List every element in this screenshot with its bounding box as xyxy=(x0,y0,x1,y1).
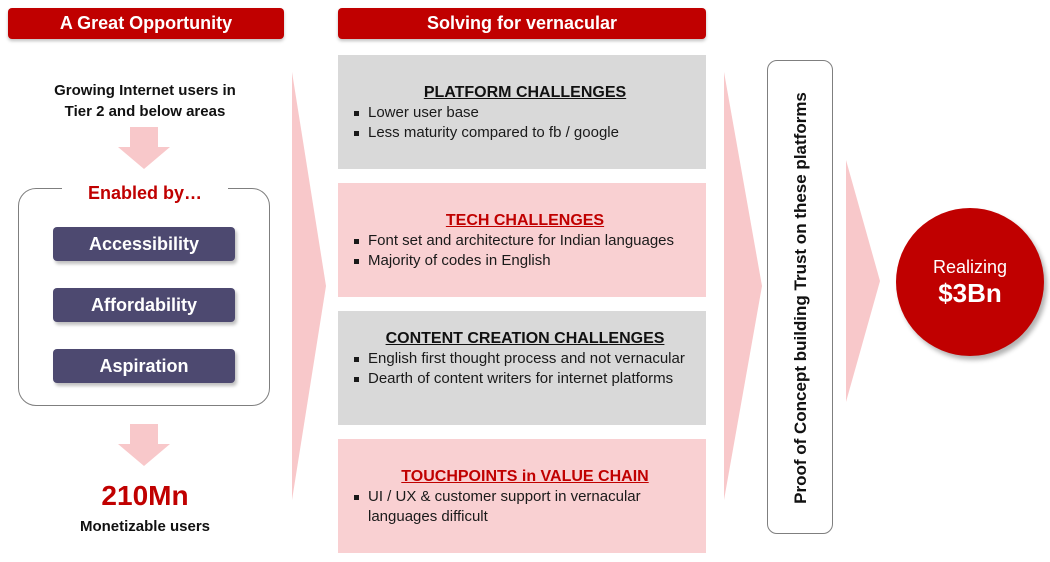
list-item-text: Less maturity compared to fb / google xyxy=(368,124,619,141)
bullet-list: UI / UX & customer support in vernacular… xyxy=(352,487,698,527)
list-item: Majority of codes in English xyxy=(352,251,698,271)
monetizable-users-number: 210Mn xyxy=(101,480,189,511)
card-title: CONTENT CREATION CHALLENGES xyxy=(385,330,665,347)
bullet-list: Lower user base Less maturity compared t… xyxy=(352,103,698,143)
bullet-list: Font set and architecture for Indian lan… xyxy=(352,231,698,271)
proof-of-concept-text: Proof of Concept building Trust on these… xyxy=(791,92,810,504)
card-platform-challenges: PLATFORM CHALLENGES Lower user base Less… xyxy=(338,55,706,169)
bullet-square-icon xyxy=(354,111,359,116)
growing-line-1: Growing Internet users in xyxy=(54,82,236,99)
list-item-text: Font set and architecture for Indian lan… xyxy=(368,232,675,249)
down-arrow-icon xyxy=(118,424,170,466)
card-title: TECH CHALLENGES xyxy=(445,212,605,229)
header-solving-for-vernacular: Solving for vernacular xyxy=(338,8,706,39)
growing-line-2: Tier 2 and below areas xyxy=(64,103,226,120)
list-item: Dearth of content writers for internet p… xyxy=(352,369,698,389)
list-item-text: Dearth of content writers for internet p… xyxy=(368,370,674,387)
bullet-square-icon xyxy=(354,495,359,500)
list-item: Font set and architecture for Indian lan… xyxy=(352,231,698,251)
circle-line-2: $3Bn xyxy=(938,278,1002,308)
list-item-text: English first thought process and not ve… xyxy=(368,350,685,367)
list-item: UI / UX & customer support in vernacular… xyxy=(352,487,698,527)
bullet-square-icon xyxy=(354,357,359,362)
list-item: English first thought process and not ve… xyxy=(352,349,698,369)
list-item: Lower user base xyxy=(352,103,698,123)
list-item: Less maturity compared to fb / google xyxy=(352,123,698,143)
chevron-right-icon xyxy=(724,72,762,500)
bullet-square-icon xyxy=(354,131,359,136)
card-title: TOUCHPOINTS in VALUE CHAIN xyxy=(401,468,649,485)
down-arrow-icon xyxy=(118,127,170,169)
card-content-creation-challenges: CONTENT CREATION CHALLENGES English firs… xyxy=(338,311,706,425)
bullet-square-icon xyxy=(354,377,359,382)
header-a-great-opportunity: A Great Opportunity xyxy=(8,8,284,39)
list-item-text: Majority of codes in English xyxy=(368,252,551,269)
list-item-text: Lower user base xyxy=(368,104,479,121)
bullet-square-icon xyxy=(354,259,359,264)
enabled-by-label: Enabled by… xyxy=(62,180,228,206)
circle-line-1: Realizing xyxy=(932,257,1008,277)
monetizable-users-caption: Monetizable users xyxy=(79,518,211,535)
growing-internet-users-text: Growing Internet users in Tier 2 and bel… xyxy=(20,80,270,122)
realizing-3bn-circle: Realizing $3Bn xyxy=(896,208,1044,356)
pill-affordability: Affordability xyxy=(53,288,235,322)
card-tech-challenges: TECH CHALLENGES Font set and architectur… xyxy=(338,183,706,297)
pill-accessibility: Accessibility xyxy=(53,227,235,261)
list-item-text: UI / UX & customer support in vernacular… xyxy=(368,488,641,525)
chevron-right-icon xyxy=(292,72,326,500)
bullet-list: English first thought process and not ve… xyxy=(352,349,698,389)
proof-of-concept-box: Proof of Concept building Trust on these… xyxy=(767,60,833,534)
chevron-right-icon xyxy=(846,160,880,402)
card-touchpoints-value-chain: TOUCHPOINTS in VALUE CHAIN UI / UX & cus… xyxy=(338,439,706,553)
bullet-square-icon xyxy=(354,239,359,244)
pill-aspiration: Aspiration xyxy=(53,349,235,383)
card-title: PLATFORM CHALLENGES xyxy=(423,84,627,101)
